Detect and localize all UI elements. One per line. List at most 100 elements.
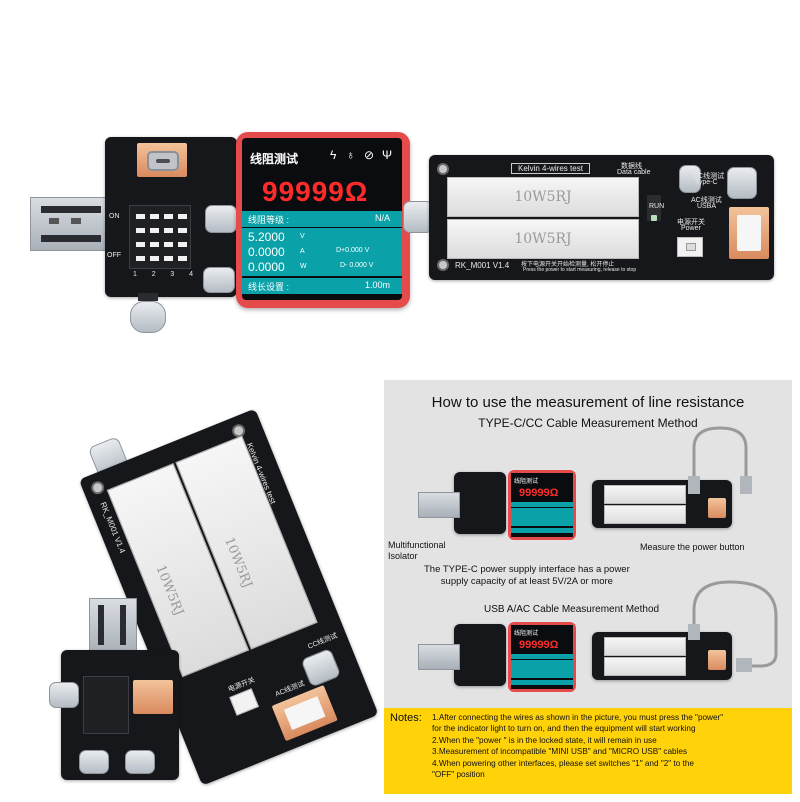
cc-test-typec-right[interactable]	[727, 167, 757, 199]
length-value: 1.00m	[364, 280, 390, 290]
instruction-cn: 按下电源开关开始检测量, 松开停止	[521, 262, 615, 268]
resistor-bottom: 10W5RJ	[447, 219, 639, 259]
resistor-bottom-label: 10W5RJ	[514, 231, 572, 247]
callout-typec-supply: The TYPE-C power supply interface has a …	[424, 564, 630, 587]
notes-label: Notes:	[390, 712, 422, 724]
note-line: for the indicator light to turn on, and …	[432, 724, 696, 734]
power-cn: 电源开关	[677, 219, 705, 226]
note-line: 4.When powering other interfaces, please…	[432, 758, 694, 768]
measure-panel: 5.2000 V 0.0000 A 0.0000 W D+0.000 V D- …	[242, 228, 402, 276]
cc-test-typec-port[interactable]	[679, 165, 701, 193]
run-led	[651, 215, 657, 221]
lightning-icon: ϟ	[330, 148, 337, 162]
power-value: 0.0000	[248, 260, 285, 274]
switch-board: ON OFF 1 2 3 4	[30, 135, 240, 365]
switch-number: 2	[151, 271, 156, 278]
angled-cc-label: CC线测试	[307, 632, 339, 651]
length-label: 线长设置 :	[248, 282, 290, 292]
data-cable-en: Data cable	[617, 169, 651, 176]
resistance-reading: 99999Ω	[262, 176, 369, 207]
voltage-value: 5.2000	[248, 230, 285, 244]
usb-a-plug[interactable]	[30, 197, 114, 251]
tester-typec-plug[interactable]	[403, 201, 433, 233]
stethoscope-icon: ♁	[346, 148, 355, 162]
instruction-en: Press the power to start measuring, rele…	[523, 267, 637, 273]
off-label: OFF	[107, 252, 121, 259]
dip-switch[interactable]	[129, 205, 191, 269]
diag1-switch-board	[454, 472, 506, 534]
dplus-value: D+0.000 V	[336, 247, 370, 254]
resistor-top-label: 10W5RJ	[514, 189, 572, 205]
diag2-screen: 线阻测试 99999Ω	[508, 622, 576, 692]
tester-pcb: Kelvin 4-wires test 数据线 Data cable 10W5R…	[429, 155, 774, 280]
on-label: ON	[109, 213, 120, 220]
grade-value: N/A	[374, 213, 390, 223]
small-usb-a-plug[interactable]	[89, 598, 137, 654]
tester-assembly: Kelvin 4-wires test 数据线 Data cable 10W5R…	[403, 155, 774, 280]
model-label: RK_M001 V1.4	[455, 261, 510, 270]
kelvin-label: Kelvin 4-wires test	[511, 163, 590, 174]
small-typec-left[interactable]	[49, 682, 79, 708]
notes-list: 1.After connecting the wires as shown in…	[432, 712, 788, 780]
note-line: "OFF" position	[432, 770, 485, 780]
resistor-top: 10W5RJ	[447, 177, 639, 217]
cc-en: Type-C	[695, 179, 718, 186]
ac-cn: AC线测试	[691, 197, 722, 204]
note-line: 1.After connecting the wires as shown in…	[432, 713, 724, 722]
current-value: 0.0000	[248, 245, 285, 259]
diag2-reading: 99999Ω	[519, 639, 559, 651]
callout-power-button: Measure the power button	[640, 542, 745, 552]
display-module: 线阻测试 ϟ ♁ ⊘ Ψ 99999Ω 线阻等级 : N/A 5.2000 V …	[236, 132, 410, 308]
small-switch-board	[49, 598, 195, 788]
diag2-cable	[688, 580, 778, 672]
small-switch-pcb	[49, 650, 179, 780]
run-label: RUN	[649, 203, 665, 210]
typec-port-lower[interactable]	[203, 267, 235, 293]
switch-number: 3	[170, 271, 175, 278]
power-button[interactable]	[677, 237, 703, 257]
diag1-usb-a	[418, 492, 460, 518]
note-line: 2.When the "power " is in the locked sta…	[432, 735, 657, 745]
diag2-usb-a	[418, 644, 460, 670]
cc-cn: CC线测试	[693, 173, 725, 180]
diag1-reading: 99999Ω	[519, 487, 559, 499]
dminus-value: D- 0.000 V	[340, 262, 374, 269]
usb-icon: Ψ	[382, 148, 393, 162]
typec-plug-bottom[interactable]	[130, 293, 166, 333]
data-cable-cn: 数据线	[621, 163, 642, 170]
section2-title: USB A/AC Cable Measurement Method	[484, 604, 660, 615]
diag1-screen: 线阻测试 99999Ω	[508, 470, 576, 540]
tag-icon: ⊘	[364, 148, 375, 162]
small-typec-bottom-right[interactable]	[125, 750, 155, 774]
notes-box: Notes: 1.After connecting the wires as s…	[384, 708, 792, 794]
diag1-tester	[592, 480, 732, 528]
power-unit: W	[300, 263, 307, 270]
small-typec-copper[interactable]	[133, 680, 173, 714]
diag2-screen-title: 线阻测试	[514, 631, 539, 637]
switch-number: 1	[133, 271, 137, 278]
note-line: 3.Measurement of incompatible "MINI USB"…	[432, 747, 688, 757]
callout-isolator: Multifunctional Isolator	[388, 540, 446, 561]
diag1-screen-title: 线阻测试	[514, 479, 539, 485]
diag1-cable	[688, 426, 752, 494]
small-typec-bottom[interactable]	[79, 750, 109, 774]
section1-title: TYPE-C/CC Cable Measurement Method	[478, 416, 698, 430]
diag2-switch-board	[454, 624, 506, 686]
switch-board-pcb: ON OFF 1 2 3 4	[105, 137, 237, 297]
ac-en: USBA	[697, 203, 717, 210]
angled-typec-port[interactable]	[300, 647, 342, 688]
grade-bar: 线阻等级 : N/A	[242, 211, 402, 227]
power-en: Power	[681, 225, 701, 232]
grade-label: 线阻等级 :	[248, 215, 290, 225]
length-bar: 线长设置 : 1.00m	[242, 278, 402, 294]
diag2-tester	[592, 632, 732, 680]
screen-title: 线阻测试	[250, 152, 299, 166]
switch-numbers: 1 2 3 4	[133, 271, 193, 278]
voltage-unit: V	[300, 233, 305, 240]
instruction-title: How to use the measurement of line resis…	[431, 394, 745, 411]
switch-number: 4	[189, 271, 193, 278]
current-unit: A	[300, 248, 305, 255]
typec-port-right[interactable]	[205, 205, 237, 233]
instruction-panel: How to use the measurement of line resis…	[384, 380, 792, 794]
small-dip-switch[interactable]	[83, 676, 129, 734]
